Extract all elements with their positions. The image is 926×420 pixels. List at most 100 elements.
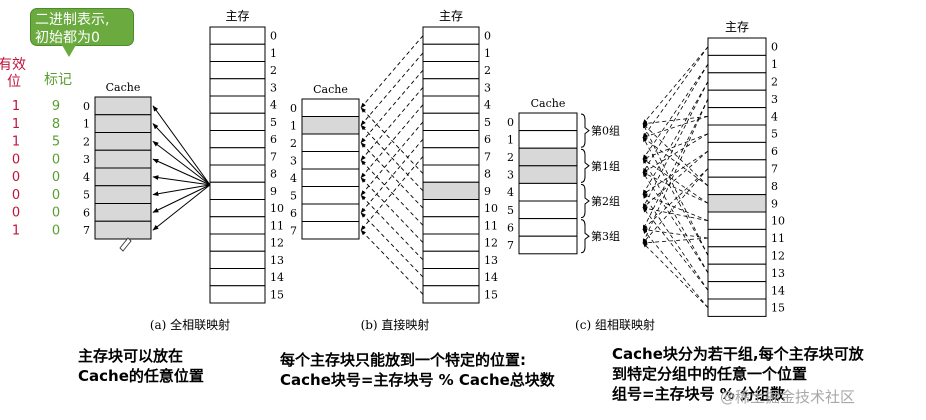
memory-b-number-8: 8 [484, 168, 491, 181]
memory-a-block-10 [209, 199, 266, 218]
memory-c-number-5: 5 [771, 128, 778, 141]
cache-b-block-0 [301, 98, 360, 117]
memory-c-block-14 [707, 281, 767, 300]
cache-c-number-4: 4 [507, 186, 514, 199]
memory-a-block-12 [209, 233, 266, 252]
memory-b-number-14: 14 [484, 271, 498, 284]
arrow-b-9 [360, 124, 424, 192]
memory-c-block-0 [707, 37, 767, 56]
cache-a-block-4 [94, 167, 152, 187]
valid-label-1: 有效 [0, 57, 26, 73]
cache-c-number-7: 7 [507, 239, 514, 252]
memory-b-block-5 [422, 112, 480, 131]
memory-a-number-12: 12 [270, 237, 284, 250]
valid-bit-1: 1 [12, 117, 20, 132]
cache-c-block-2 [518, 147, 578, 167]
cache-a-block-2 [94, 132, 152, 151]
cache-c-number-3: 3 [507, 169, 514, 182]
memory-c-number-3: 3 [771, 93, 778, 106]
memory-c-block-3 [707, 89, 767, 109]
tag-value-3: 0 [52, 152, 60, 167]
memory-a-number-3: 3 [270, 81, 277, 94]
memory-a-block-1 [209, 43, 266, 62]
arrow-c-5-0 [642, 133, 709, 160]
note-c-line-2: 到特定分组中的任意一个位置 [612, 365, 808, 383]
arrow-c-12-0 [642, 123, 709, 256]
note-set-associative: Cache块分为若干组,每个主存块可放 到特定分组中的任意一个位置 组号=主存块… [612, 344, 864, 404]
arrow-a-0 [152, 105, 211, 186]
memory-b-block-0 [422, 26, 480, 45]
arrow-b-2 [360, 69, 424, 144]
tag-label: 标记 [44, 72, 72, 88]
memory-b-block-14 [422, 268, 480, 287]
arrow-c-10-0 [642, 193, 709, 222]
arrow-b-15 [360, 229, 424, 295]
memory-c-number-6: 6 [771, 145, 778, 158]
memory-b-number-15: 15 [484, 288, 498, 301]
arrow-c-14-0 [642, 193, 709, 291]
arrow-b-13 [360, 194, 424, 261]
note-b-line-2: Cache块号=主存块号 % Cache总块数 [280, 371, 555, 389]
memory-b-number-6: 6 [484, 133, 491, 146]
arrow-c-11-1 [642, 237, 709, 245]
cache-c-number-1: 1 [507, 133, 514, 146]
memory-b-block-2 [422, 61, 480, 80]
cache-b-number-1: 1 [290, 119, 297, 132]
cache-b-block-7 [301, 221, 360, 240]
arrow-b-0 [360, 35, 424, 109]
cache-c-block-7 [518, 235, 578, 255]
arrow-c-15-1 [642, 242, 709, 308]
memory-a-block-14 [209, 268, 266, 287]
memory-b-number-1: 1 [484, 47, 491, 60]
memory-c-block-2 [707, 72, 767, 91]
memory-a-number-4: 4 [270, 99, 277, 112]
memory-b-number-2: 2 [484, 64, 491, 77]
cache-b-block-2 [301, 133, 360, 152]
cache-c-number-6: 6 [507, 221, 514, 234]
valid-bit-2: 1 [12, 135, 20, 150]
memory-b-block-12 [422, 233, 480, 252]
arrow-c-3-1 [642, 98, 709, 244]
cache-b-block-6 [301, 203, 360, 222]
cache-b-number-6: 6 [290, 207, 297, 220]
cache-a-block-1 [94, 114, 152, 133]
memory-c-number-7: 7 [771, 163, 778, 176]
memory-c-number-1: 1 [771, 58, 778, 71]
cache-b-number-5: 5 [290, 189, 297, 202]
group-label-3: 第3组 [591, 229, 620, 243]
memory-c-block-4 [707, 107, 767, 126]
arrow-b-1 [360, 52, 424, 126]
group-brace-2 [580, 183, 590, 219]
cache-b-block-5 [301, 186, 360, 205]
memory-c-block-5 [707, 124, 767, 143]
arrow-c-4-1 [642, 115, 709, 138]
arrow-c-15-0 [642, 229, 709, 308]
arrow-b-10 [360, 142, 424, 209]
cache-c-number-5: 5 [507, 204, 514, 217]
memory-b-number-3: 3 [484, 81, 491, 94]
cache-a-number-4: 4 [83, 171, 90, 184]
arrow-c-10-1 [642, 206, 709, 222]
arrow-a-2 [152, 140, 211, 186]
note-a-line-2: Cache的任意位置 [78, 367, 204, 385]
memory-c-block-9 [707, 194, 767, 213]
arrow-b-11 [360, 159, 424, 226]
arrow-c-7-0 [642, 168, 709, 230]
arrow-c-13-0 [642, 158, 709, 274]
cache-b-number-7: 7 [290, 224, 297, 237]
arrow-c-8-0 [642, 123, 709, 187]
cache-c-number-0: 0 [507, 116, 514, 129]
memory-a-number-7: 7 [270, 150, 277, 163]
memory-a-block-9 [209, 181, 266, 200]
memory-a-number-6: 6 [270, 133, 277, 146]
cache-label-b: Cache [313, 83, 348, 96]
memory-b-block-11 [422, 216, 480, 235]
cache-label-a: Cache [106, 81, 141, 94]
memory-c-block-1 [707, 54, 767, 74]
memory-b-number-11: 11 [484, 219, 498, 232]
memory-c-number-11: 11 [771, 232, 785, 245]
group-label-1: 第1组 [591, 159, 620, 173]
pencil-icon [119, 237, 132, 252]
memory-a-block-4 [209, 95, 266, 114]
memory-a-number-10: 10 [270, 202, 284, 215]
